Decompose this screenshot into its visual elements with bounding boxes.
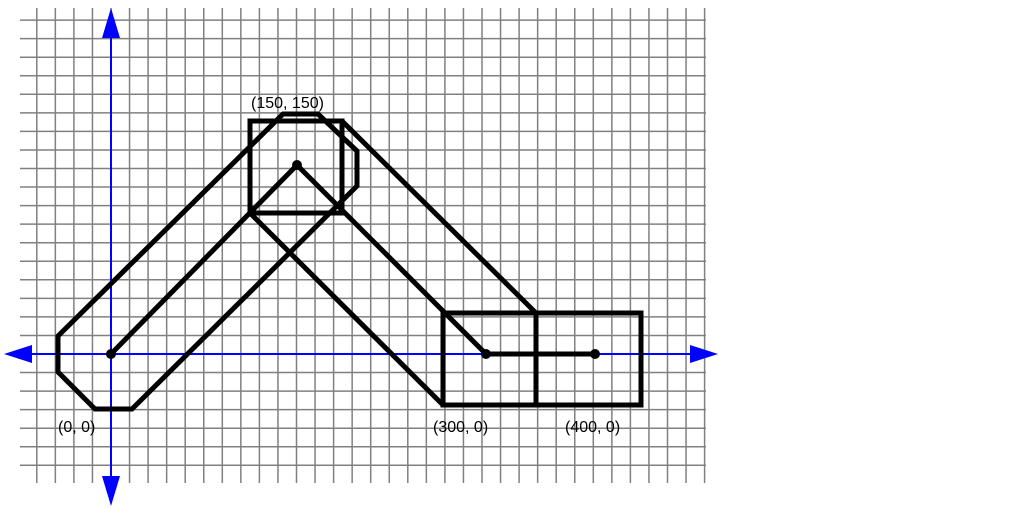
point-peak <box>292 160 302 170</box>
segment-2-band-bottom <box>248 211 445 407</box>
shapes <box>55 111 644 412</box>
label-peak: (150, 150) <box>251 95 324 112</box>
path-points <box>106 160 600 359</box>
point-400 <box>590 349 600 359</box>
x-axis-right-arrow <box>690 345 718 363</box>
segment-2-band-top <box>340 119 538 315</box>
point-300 <box>481 349 491 359</box>
grid-lines <box>20 8 706 483</box>
label-400: (400, 0) <box>565 419 620 436</box>
y-axis-top-arrow <box>102 8 120 38</box>
x-axis-left-arrow <box>4 345 32 363</box>
label-origin: (0, 0) <box>58 419 95 436</box>
y-axis-bottom-arrow <box>102 476 120 506</box>
point-origin <box>106 349 116 359</box>
center-path <box>109 161 595 357</box>
peak-box <box>247 118 345 216</box>
label-300: (300, 0) <box>433 419 488 436</box>
box-400 <box>533 310 644 408</box>
segment-1-hull <box>55 111 360 412</box>
